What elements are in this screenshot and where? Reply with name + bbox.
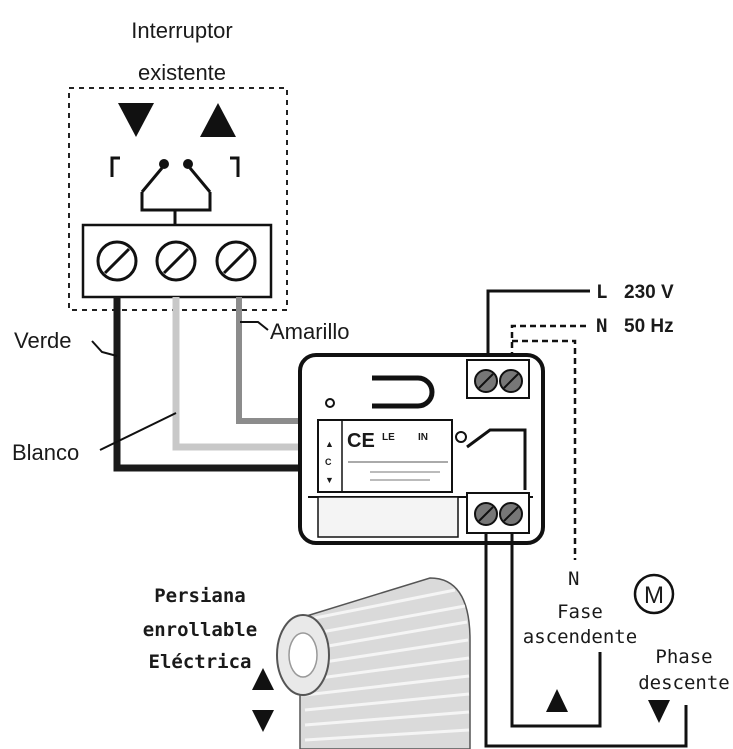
- motor-wires: [484, 533, 688, 748]
- yellow-wire: [236, 297, 308, 424]
- wire-labels: Verde Blanco Amarillo: [12, 319, 349, 465]
- receiver-module: CE LE IN ▲ C ▼: [298, 353, 545, 545]
- switch-title-line2: existente: [138, 60, 226, 85]
- down-arrow-icon: [648, 700, 670, 723]
- roller-shutter: Persiana enrollable Eléctrica: [143, 577, 471, 749]
- label-n: N: [596, 315, 607, 337]
- label-l: L: [596, 281, 607, 303]
- live-line: [486, 289, 590, 368]
- label-phase-line1: Phase: [655, 646, 712, 668]
- svg-text:▼: ▼: [325, 475, 334, 485]
- shutter-label-line1: Persiana: [154, 585, 246, 607]
- switch-contacts: [110, 156, 240, 225]
- shutter-slats: [304, 588, 470, 742]
- switch-terminal-screws: [96, 240, 257, 282]
- module-label-plate: [317, 419, 453, 493]
- down-arrow-icon: [252, 710, 274, 732]
- switch-wires: [113, 297, 308, 472]
- phase-up-wire: [510, 533, 602, 728]
- svg-text:C: C: [325, 457, 332, 467]
- label-fase-line2: ascendente: [523, 626, 637, 648]
- black-wire: [113, 297, 308, 472]
- svg-text:▲: ▲: [325, 439, 334, 449]
- label-phase-line2: descente: [638, 672, 730, 694]
- white-wire: [172, 297, 308, 451]
- module-antenna: [372, 375, 435, 409]
- shutter-label-line3: Eléctrica: [149, 651, 252, 673]
- label-fase-line1: Fase: [557, 601, 603, 623]
- phase-down-wire: [484, 533, 688, 748]
- supply-labels: L 230 V N 50 Hz: [596, 281, 674, 337]
- label-n-out: N: [568, 568, 579, 590]
- label-frequency: 50 Hz: [624, 316, 674, 337]
- motor-icon: [633, 573, 675, 615]
- label-verde: Verde: [14, 328, 72, 353]
- shutter-label-line2: enrollable: [143, 619, 257, 641]
- output-labels: N M Fase ascendente Phase descente: [523, 568, 730, 723]
- down-arrow-icon: [118, 103, 154, 137]
- existing-switch: Interruptor existente: [68, 18, 288, 311]
- module-code-in: IN: [418, 432, 428, 443]
- up-arrow-icon: [546, 689, 568, 712]
- label-voltage: 230 V: [624, 282, 674, 303]
- label-blanco: Blanco: [12, 440, 79, 465]
- contact-dot-icon: [183, 159, 193, 169]
- module-code-le: LE: [382, 432, 395, 443]
- motor-symbol: M: [644, 582, 664, 609]
- up-arrow-icon: [200, 103, 236, 137]
- contact-dot-icon: [159, 159, 169, 169]
- module-ce-mark: CE: [347, 430, 375, 452]
- up-arrow-icon: [252, 668, 274, 690]
- switch-title-line1: Interruptor: [131, 18, 233, 43]
- neutral-out-line: [512, 339, 577, 560]
- label-amarillo: Amarillo: [270, 319, 349, 344]
